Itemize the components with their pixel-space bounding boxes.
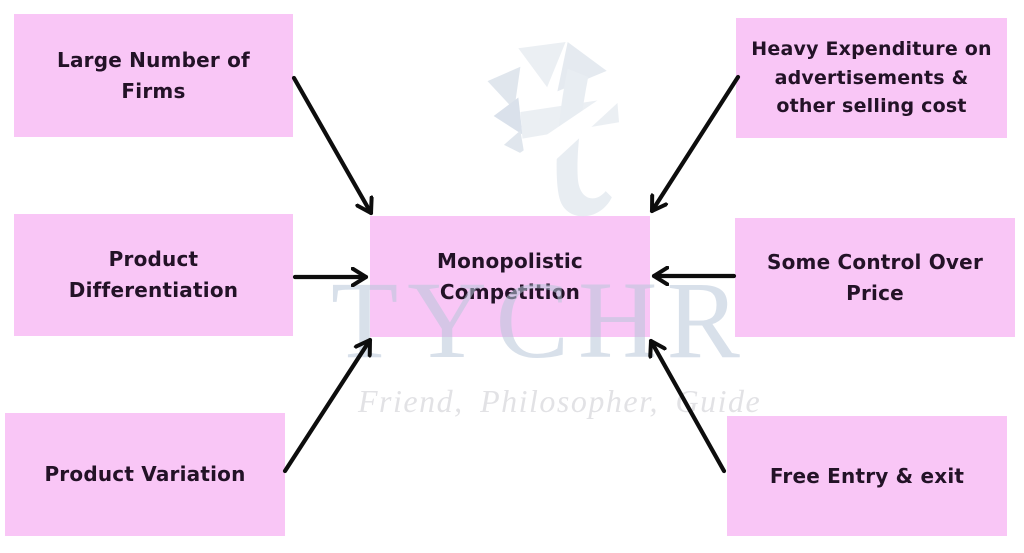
factor-box-heavy-expenditure: Heavy Expenditure on advertisements & ot… (736, 18, 1007, 138)
center-label: Monopolistic Competition (437, 248, 583, 304)
center-box-monopolistic-competition: Monopolistic Competition (370, 216, 650, 337)
factor-label: Product Differentiation (68, 247, 239, 302)
factor-box-some-control-over-price: Some Control Over Price (735, 218, 1015, 337)
factor-box-product-differentiation: Product Differentiation (14, 214, 293, 336)
factor-box-free-entry-exit: Free Entry & exit (727, 416, 1007, 536)
factor-label: Free Entry & exit (769, 463, 965, 488)
tychr-logo-icon (471, 42, 622, 217)
watermark-tagline-text: Friend, Philosopher, Guide (358, 383, 762, 419)
factor-label: Some Control Over Price (766, 249, 984, 305)
arrow-large-number-of-firms (291, 75, 371, 216)
arrow-free-entry-exit (651, 338, 727, 474)
factor-label: Large Number of Firms (57, 47, 250, 103)
arrow-product-variation (282, 337, 373, 474)
factor-label: Heavy Expenditure on advertisements & ot… (751, 38, 992, 118)
factor-box-large-number-of-firms: Large Number of Firms (14, 14, 293, 137)
factor-label: Product Variation (44, 462, 246, 486)
factor-box-product-variation: Product Variation (5, 413, 285, 536)
arrow-heavy-expenditure (649, 74, 741, 214)
